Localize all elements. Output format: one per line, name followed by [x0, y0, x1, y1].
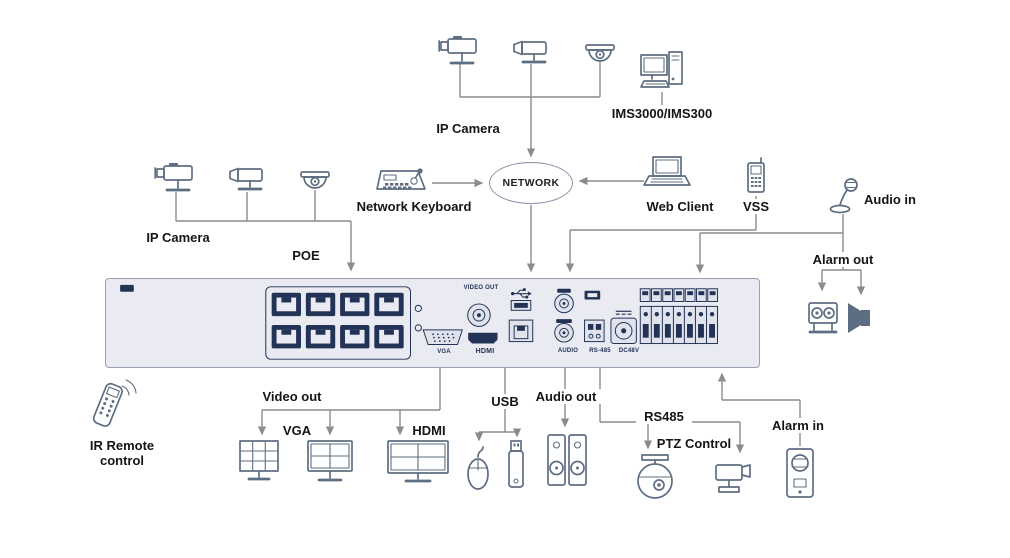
label-audio-in: Audio in [862, 192, 934, 208]
panel-label-hdmi: HDMI [475, 348, 495, 355]
ir-remote-icon [84, 372, 140, 436]
label-poe: POE [282, 248, 330, 264]
network-label: NETWORK [502, 177, 560, 189]
alarm-speaker-icon [843, 300, 875, 336]
label-ims: IMS3000/IMS300 [592, 106, 732, 122]
panel-label-audio: AUDIO [557, 348, 579, 354]
panel-label-video-out: VIDEO OUT [463, 285, 499, 291]
network-keyboard-icon [374, 164, 430, 198]
label-audio-out: Audio out [529, 389, 603, 405]
video-wall-monitor-icon [237, 438, 281, 488]
microphone-icon [826, 176, 862, 220]
network-node: NETWORK [489, 162, 573, 204]
usb-mouse-icon [464, 444, 492, 492]
label-rs485: RS485 [636, 409, 692, 425]
ptz-dome-camera-icon [626, 452, 684, 504]
label-ip-camera-top: IP Camera [420, 121, 516, 137]
mobile-phone-icon [743, 156, 769, 196]
desktop-computer-icon [638, 50, 686, 96]
label-ip-camera-left: IP Camera [130, 230, 226, 246]
panel-label-vga: VGA [437, 349, 451, 355]
label-alarm-out: Alarm out [810, 252, 876, 268]
label-vga: VGA [275, 423, 319, 439]
label-network-keyboard: Network Keyboard [342, 199, 486, 215]
label-video-out: Video out [256, 389, 328, 405]
label-alarm-in: Alarm in [764, 418, 832, 434]
dome-camera-icon [582, 42, 618, 69]
alarm-input-device-icon [780, 446, 820, 500]
nvr-panel-graphics [120, 284, 719, 360]
box-camera-icon [438, 34, 484, 68]
label-hdmi: HDMI [405, 423, 453, 439]
speakers-icon [545, 430, 589, 490]
bullet-camera-icon [225, 165, 269, 195]
alarm-camera-icon [806, 296, 840, 338]
laptop-icon [642, 154, 692, 196]
panel-label-rs485: RS-485 [589, 348, 611, 354]
label-ir-remote: IR Remote control [74, 438, 170, 469]
bullet-camera-icon [509, 38, 553, 68]
label-web-client: Web Client [626, 199, 734, 215]
usb-drive-icon [504, 439, 528, 491]
box-camera-icon [154, 161, 200, 195]
vga-monitor-icon [306, 438, 354, 488]
hdmi-monitor-icon [386, 438, 450, 488]
panel-label-dc48v: DC48V [618, 348, 640, 354]
nvr-rear-panel: VIDEO OUT VGA HDMI AUDIO RS-485 DC48V [105, 278, 760, 368]
label-usb: USB [483, 394, 527, 410]
ptz-box-camera-icon [710, 456, 758, 498]
label-vss: VSS [734, 199, 778, 215]
dome-camera-icon [297, 169, 333, 196]
label-ptz-control: PTZ Control [652, 436, 736, 452]
